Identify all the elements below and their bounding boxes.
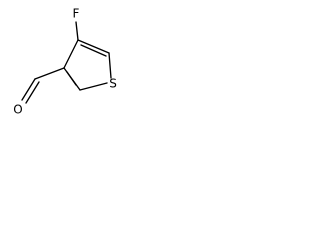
- bond-c4-f: [75, 21, 79, 41]
- sulfur-label: S: [109, 77, 117, 91]
- fluorine-label: F: [73, 7, 80, 21]
- oxygen-label: O: [13, 103, 22, 117]
- bond-c3-cho: [34, 67, 65, 80]
- bond-c5-s: [108, 52, 112, 79]
- structure-svg: F O S: [13, 7, 117, 117]
- bond-s-c2: [79, 82, 108, 91]
- bond-cho-o: [21, 78, 36, 101]
- bond-c4-c5-inner: [80, 44, 107, 57]
- bond-cho-o-double: [25, 81, 40, 104]
- bond-c3-c4: [63, 39, 79, 69]
- bond-c2-c3-inner: [66, 71, 77, 86]
- bond-c4-c5: [77, 39, 110, 54]
- molecule-diagram: F O S: [0, 0, 134, 123]
